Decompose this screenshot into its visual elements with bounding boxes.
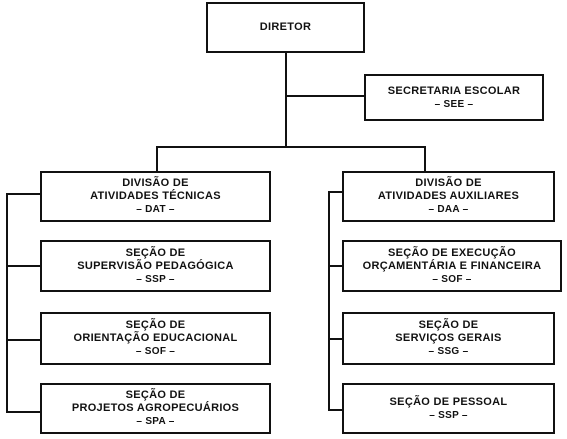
node-dat: DIVISÃO DE ATIVIDADES TÉCNICAS – DAT –: [40, 171, 271, 222]
node-sof-execucao: SEÇÃO DE EXECUÇÃO ORÇAMENTÁRIA E FINANCE…: [342, 240, 562, 292]
node-diretor-title: DIRETOR: [259, 21, 312, 33]
connector-divisions-bar: [156, 146, 426, 148]
node-ssg: SEÇÃO DE SERVIÇOS GERAIS – SSG –: [342, 312, 555, 365]
connector-sof-execucao: [328, 265, 342, 267]
node-ssg-abbr: – SSG –: [428, 346, 469, 357]
node-daa-line1: DIVISÃO DE: [415, 177, 482, 189]
node-ssg-line1: SEÇÃO DE: [418, 319, 479, 331]
node-ssg-line2: SERVIÇOS GERAIS: [395, 332, 502, 344]
connector-secretaria: [285, 95, 364, 97]
node-dat-line1: DIVISÃO DE: [122, 177, 189, 189]
node-dat-abbr: – DAT –: [136, 204, 175, 215]
node-ssp-supervisao-line2: SUPERVISÃO PEDAGÓGICA: [77, 259, 234, 272]
node-secretaria-title: SECRETARIA ESCOLAR: [387, 84, 521, 97]
connector-spa: [6, 411, 40, 413]
connector-ssp-supervisao: [6, 265, 40, 267]
node-daa: DIVISÃO DE ATIVIDADES AUXILIARES – DAA –: [342, 171, 555, 222]
node-dat-line2: ATIVIDADES TÉCNICAS: [90, 190, 221, 202]
node-spa: SEÇÃO DE PROJETOS AGROPECUÁRIOS – SPA –: [40, 383, 271, 434]
node-spa-line1: SEÇÃO DE: [125, 389, 186, 401]
node-sof-orientacao-line1: SEÇÃO DE: [125, 319, 186, 331]
node-spa-abbr: – SPA –: [136, 416, 175, 427]
connector-dat-drop: [156, 146, 158, 171]
connector-diretor-trunk: [285, 52, 287, 147]
node-daa-abbr: – DAA –: [428, 204, 469, 215]
connector-daa-spine-stub: [328, 191, 342, 193]
connector-sof-orientacao: [6, 339, 40, 341]
node-secretaria-abbr: – SEE –: [434, 98, 474, 110]
node-sof-orientacao-line2: ORIENTAÇÃO EDUCACIONAL: [73, 332, 238, 344]
connector-daa-spine: [328, 191, 330, 411]
node-ssp-supervisao-line1: SEÇÃO DE: [125, 246, 186, 259]
connector-ssg: [328, 338, 342, 340]
connector-daa-drop: [424, 146, 426, 171]
node-spa-line2: PROJETOS AGROPECUÁRIOS: [71, 402, 240, 414]
node-ssp-pessoal-abbr: – SSP –: [429, 409, 468, 421]
connector-dat-spine-stub: [6, 193, 40, 195]
node-ssp-supervisao-abbr: – SSP –: [136, 273, 175, 285]
connector-ssp-pessoal: [328, 409, 342, 411]
node-ssp-pessoal: SEÇÃO DE PESSOAL – SSP –: [342, 383, 555, 434]
node-sof-orientacao-abbr: – SOF –: [135, 346, 176, 357]
node-ssp-pessoal-line1: SEÇÃO DE PESSOAL: [389, 395, 508, 408]
node-diretor: DIRETOR: [206, 2, 365, 53]
connector-dat-spine: [6, 193, 8, 413]
node-secretaria-escolar: SECRETARIA ESCOLAR – SEE –: [364, 74, 544, 121]
node-sof-execucao-line1: SEÇÃO DE EXECUÇÃO: [388, 246, 516, 259]
node-daa-line2: ATIVIDADES AUXILIARES: [377, 190, 520, 202]
node-sof-execucao-line2: ORÇAMENTÁRIA E FINANCEIRA: [362, 259, 542, 272]
node-ssp-supervisao: SEÇÃO DE SUPERVISÃO PEDAGÓGICA – SSP –: [40, 240, 271, 292]
node-sof-orientacao: SEÇÃO DE ORIENTAÇÃO EDUCACIONAL – SOF –: [40, 312, 271, 365]
node-sof-execucao-abbr: – SOF –: [432, 273, 472, 285]
